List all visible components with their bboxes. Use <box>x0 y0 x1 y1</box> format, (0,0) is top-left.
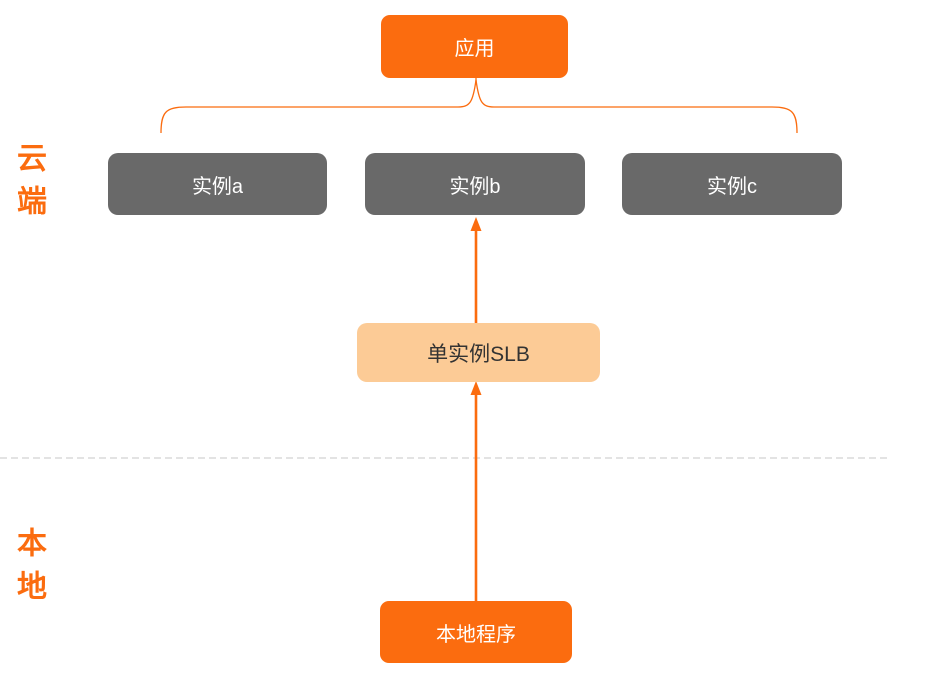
arrow-slb-to-instance-b <box>470 217 482 323</box>
arrow-local-to-slb <box>470 381 482 601</box>
instance-c-node: 实例c <box>622 153 842 215</box>
instance-b-node: 实例b <box>365 153 585 215</box>
zone-label-cloud: 云端 <box>12 142 45 228</box>
local-program-node: 本地程序 <box>380 601 572 663</box>
app-node: 应用 <box>381 15 568 78</box>
instance-a-node: 实例a <box>108 153 327 215</box>
app-to-instances-brace <box>160 79 798 134</box>
slb-node: 单实例SLB <box>357 323 600 382</box>
zone-label-local: 本地 <box>12 527 45 613</box>
